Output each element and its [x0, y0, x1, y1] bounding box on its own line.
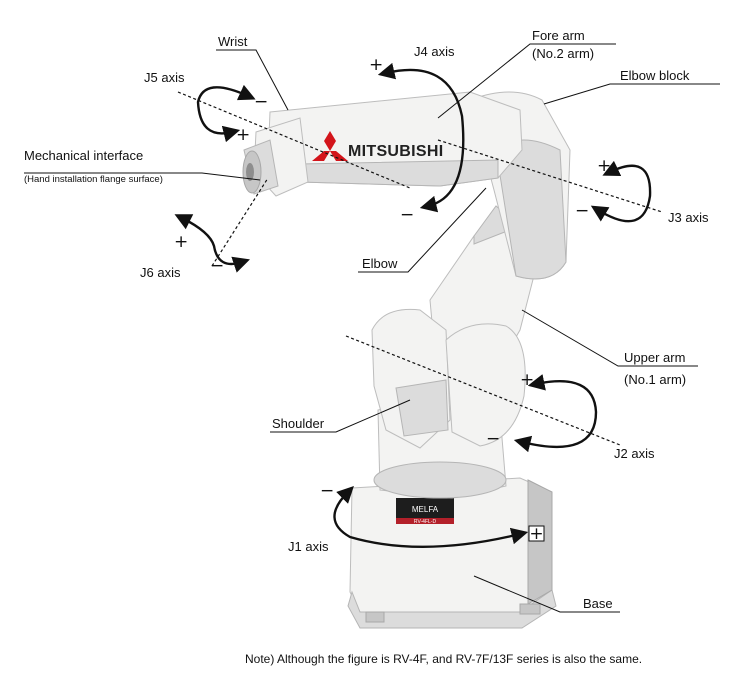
badge-text: MELFA	[412, 505, 439, 514]
j6-axis-label: J6 axis	[140, 265, 181, 280]
j4-minus: −	[400, 205, 414, 225]
wrist-label: Wrist	[218, 34, 248, 49]
shoulder-label: Shoulder	[272, 416, 325, 431]
fore-arm-leader	[437, 43, 616, 119]
j5-rotation-arrow	[196, 84, 256, 143]
shoulder-leader	[270, 399, 411, 433]
mech-interface-label: Mechanical interface	[24, 148, 143, 163]
mech-interface-leader	[24, 172, 261, 181]
j3-axis-label: J3 axis	[668, 210, 709, 225]
j4-axis-label: J4 axis	[414, 44, 455, 59]
j2-plus: +	[520, 370, 534, 390]
j4-plus: +	[369, 55, 383, 75]
j6-plus: +	[174, 232, 188, 252]
badge-model: RV-4FL-D	[414, 519, 437, 525]
base-leader	[473, 575, 620, 613]
elbow-block-label: Elbow block	[620, 68, 690, 83]
j6-minus: −	[210, 256, 224, 276]
j3-rotation-arrow	[590, 160, 652, 223]
j2-rotation-arrow	[513, 374, 598, 453]
j6-axis-line	[211, 177, 269, 267]
logo-text: MITSUBISHI	[348, 143, 443, 160]
shoulder-right-body	[445, 323, 526, 447]
upper-arm-leader	[521, 309, 698, 367]
flange-body	[242, 139, 279, 195]
j3-axis-line	[437, 139, 663, 213]
j5-plus: +	[236, 125, 250, 145]
j4-rotation-arrow	[377, 62, 465, 213]
fore-arm-sublabel: (No.2 arm)	[532, 46, 594, 61]
j5-minus: −	[254, 92, 268, 112]
j1-axis-label: J1 axis	[288, 539, 329, 554]
j2-axis-label: J2 axis	[614, 446, 655, 461]
wrist-leader	[216, 49, 289, 111]
j1-rotation-arrow	[333, 486, 529, 548]
melfa-badge: MELFA RV-4FL-D	[396, 498, 454, 525]
j3-minus: −	[575, 201, 589, 221]
elbow-leader	[358, 187, 487, 273]
j5-axis-label: J5 axis	[144, 70, 185, 85]
mech-interface-sublabel: (Hand installation flange surface)	[24, 174, 163, 185]
j1-plus-box: +	[528, 524, 545, 544]
elbow-label: Elbow	[362, 256, 398, 271]
j1-plus: +	[529, 524, 543, 544]
j3-plus: +	[597, 156, 611, 176]
upper-arm-label: Upper arm	[624, 350, 685, 365]
j5-axis-line	[177, 91, 411, 189]
j2-minus: −	[486, 429, 500, 449]
upper-arm-sublabel: (No.1 arm)	[624, 372, 686, 387]
j6-rotation-arrow	[174, 214, 250, 273]
base-label: Base	[583, 596, 613, 611]
footnote: Note) Although the figure is RV-4F, and …	[245, 652, 642, 666]
elbow-block-leader	[543, 83, 720, 105]
fore-arm-label: Fore arm	[532, 28, 585, 43]
j1-minus: −	[320, 481, 334, 501]
base-body: MELFA RV-4FL-D	[347, 477, 557, 629]
